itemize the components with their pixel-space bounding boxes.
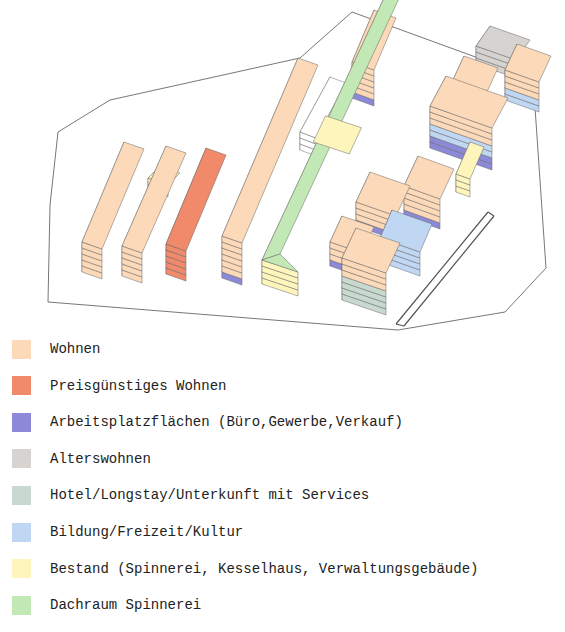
building [82,142,144,279]
legend-swatch [12,413,31,432]
buildings [82,0,551,315]
site-outline [48,12,546,330]
spinnerei-middle [313,116,361,154]
building [122,146,186,283]
legend-label: Preisgünstiges Wohnen [50,376,226,396]
legend-label: Dachraum Spinnerei [50,595,201,615]
building [342,228,400,315]
roof-top [430,76,508,128]
legend-label: Arbeitsplatzflächen (Büro,Gewerbe,Verkau… [50,412,403,432]
roof-gable [262,254,298,272]
building [505,44,551,112]
legend-swatch [12,559,31,578]
legend-entry: Dachraum Spinnerei [12,595,201,615]
roof-slope [262,0,402,260]
legend-label: Hotel/Longstay/Unterkunft mit Services [50,485,369,505]
roof-top [356,172,410,216]
legend-swatch [12,486,31,505]
roof-top [404,156,454,199]
legend-label: Bestand (Spinnerei, Kesselhaus, Verwaltu… [50,559,478,579]
legend-swatch [12,523,31,542]
legend-entry: Preisgünstiges Wohnen [12,376,226,396]
legend-entry: Bildung/Freizeit/Kultur [12,522,243,542]
building [456,142,484,197]
legend-swatch [12,596,31,615]
roof-top [222,58,318,243]
roof-top [342,228,400,273]
legend-swatch [12,340,31,359]
legend-label: Alterswohnen [50,449,151,469]
legend-entry: Bestand (Spinnerei, Kesselhaus, Verwaltu… [12,559,478,579]
building [262,0,402,296]
legend-entry: Wohnen [12,339,100,359]
legend-swatch [12,449,31,468]
roof-top [122,146,186,253]
legend-swatch [12,376,31,395]
roof-top [456,142,484,179]
legend-entry: Arbeitsplatzflächen (Büro,Gewerbe,Verkau… [12,412,403,432]
legend-entry: Alterswohnen [12,449,151,469]
roof-top [505,44,551,82]
legend-entry: Hotel/Longstay/Unterkunft mit Services [12,485,369,505]
legend-label: Bildung/Freizeit/Kultur [50,522,243,542]
legend-label: Wohnen [50,339,100,359]
